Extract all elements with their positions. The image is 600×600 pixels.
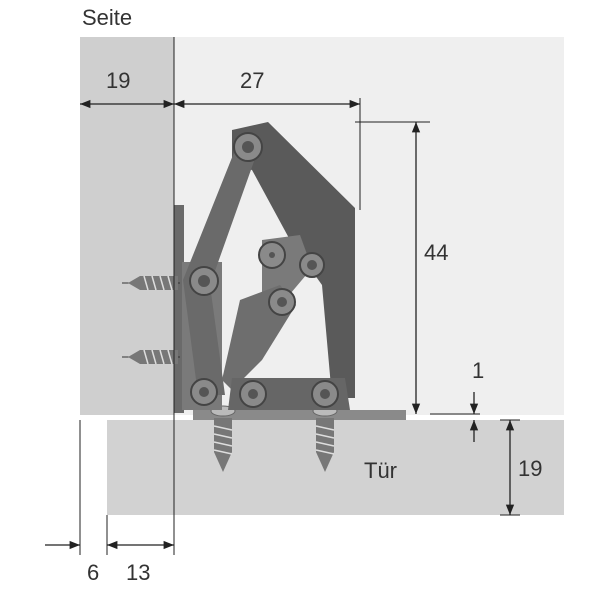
dim-offset-a: 6 [87,560,100,585]
door-label: Tür [364,458,397,483]
dim-offset-b: 13 [126,560,151,585]
side-mounting-plate [174,205,184,413]
reference-lines [79,37,520,555]
dim-door-thickness: 19 [518,456,543,481]
dim-hinge-height: 44 [424,240,449,265]
dimension-arrows [45,99,515,550]
side-screw-lower [122,349,180,365]
door-mounting-plate [193,410,406,420]
dim-gap: 1 [472,358,485,383]
side-screw-upper [122,275,180,291]
side-label: Seite [82,5,133,30]
dim-hinge-depth: 27 [240,68,265,93]
hinge-mechanism [182,122,355,410]
dim-side-thickness: 19 [106,68,131,93]
door-panel [107,420,564,515]
